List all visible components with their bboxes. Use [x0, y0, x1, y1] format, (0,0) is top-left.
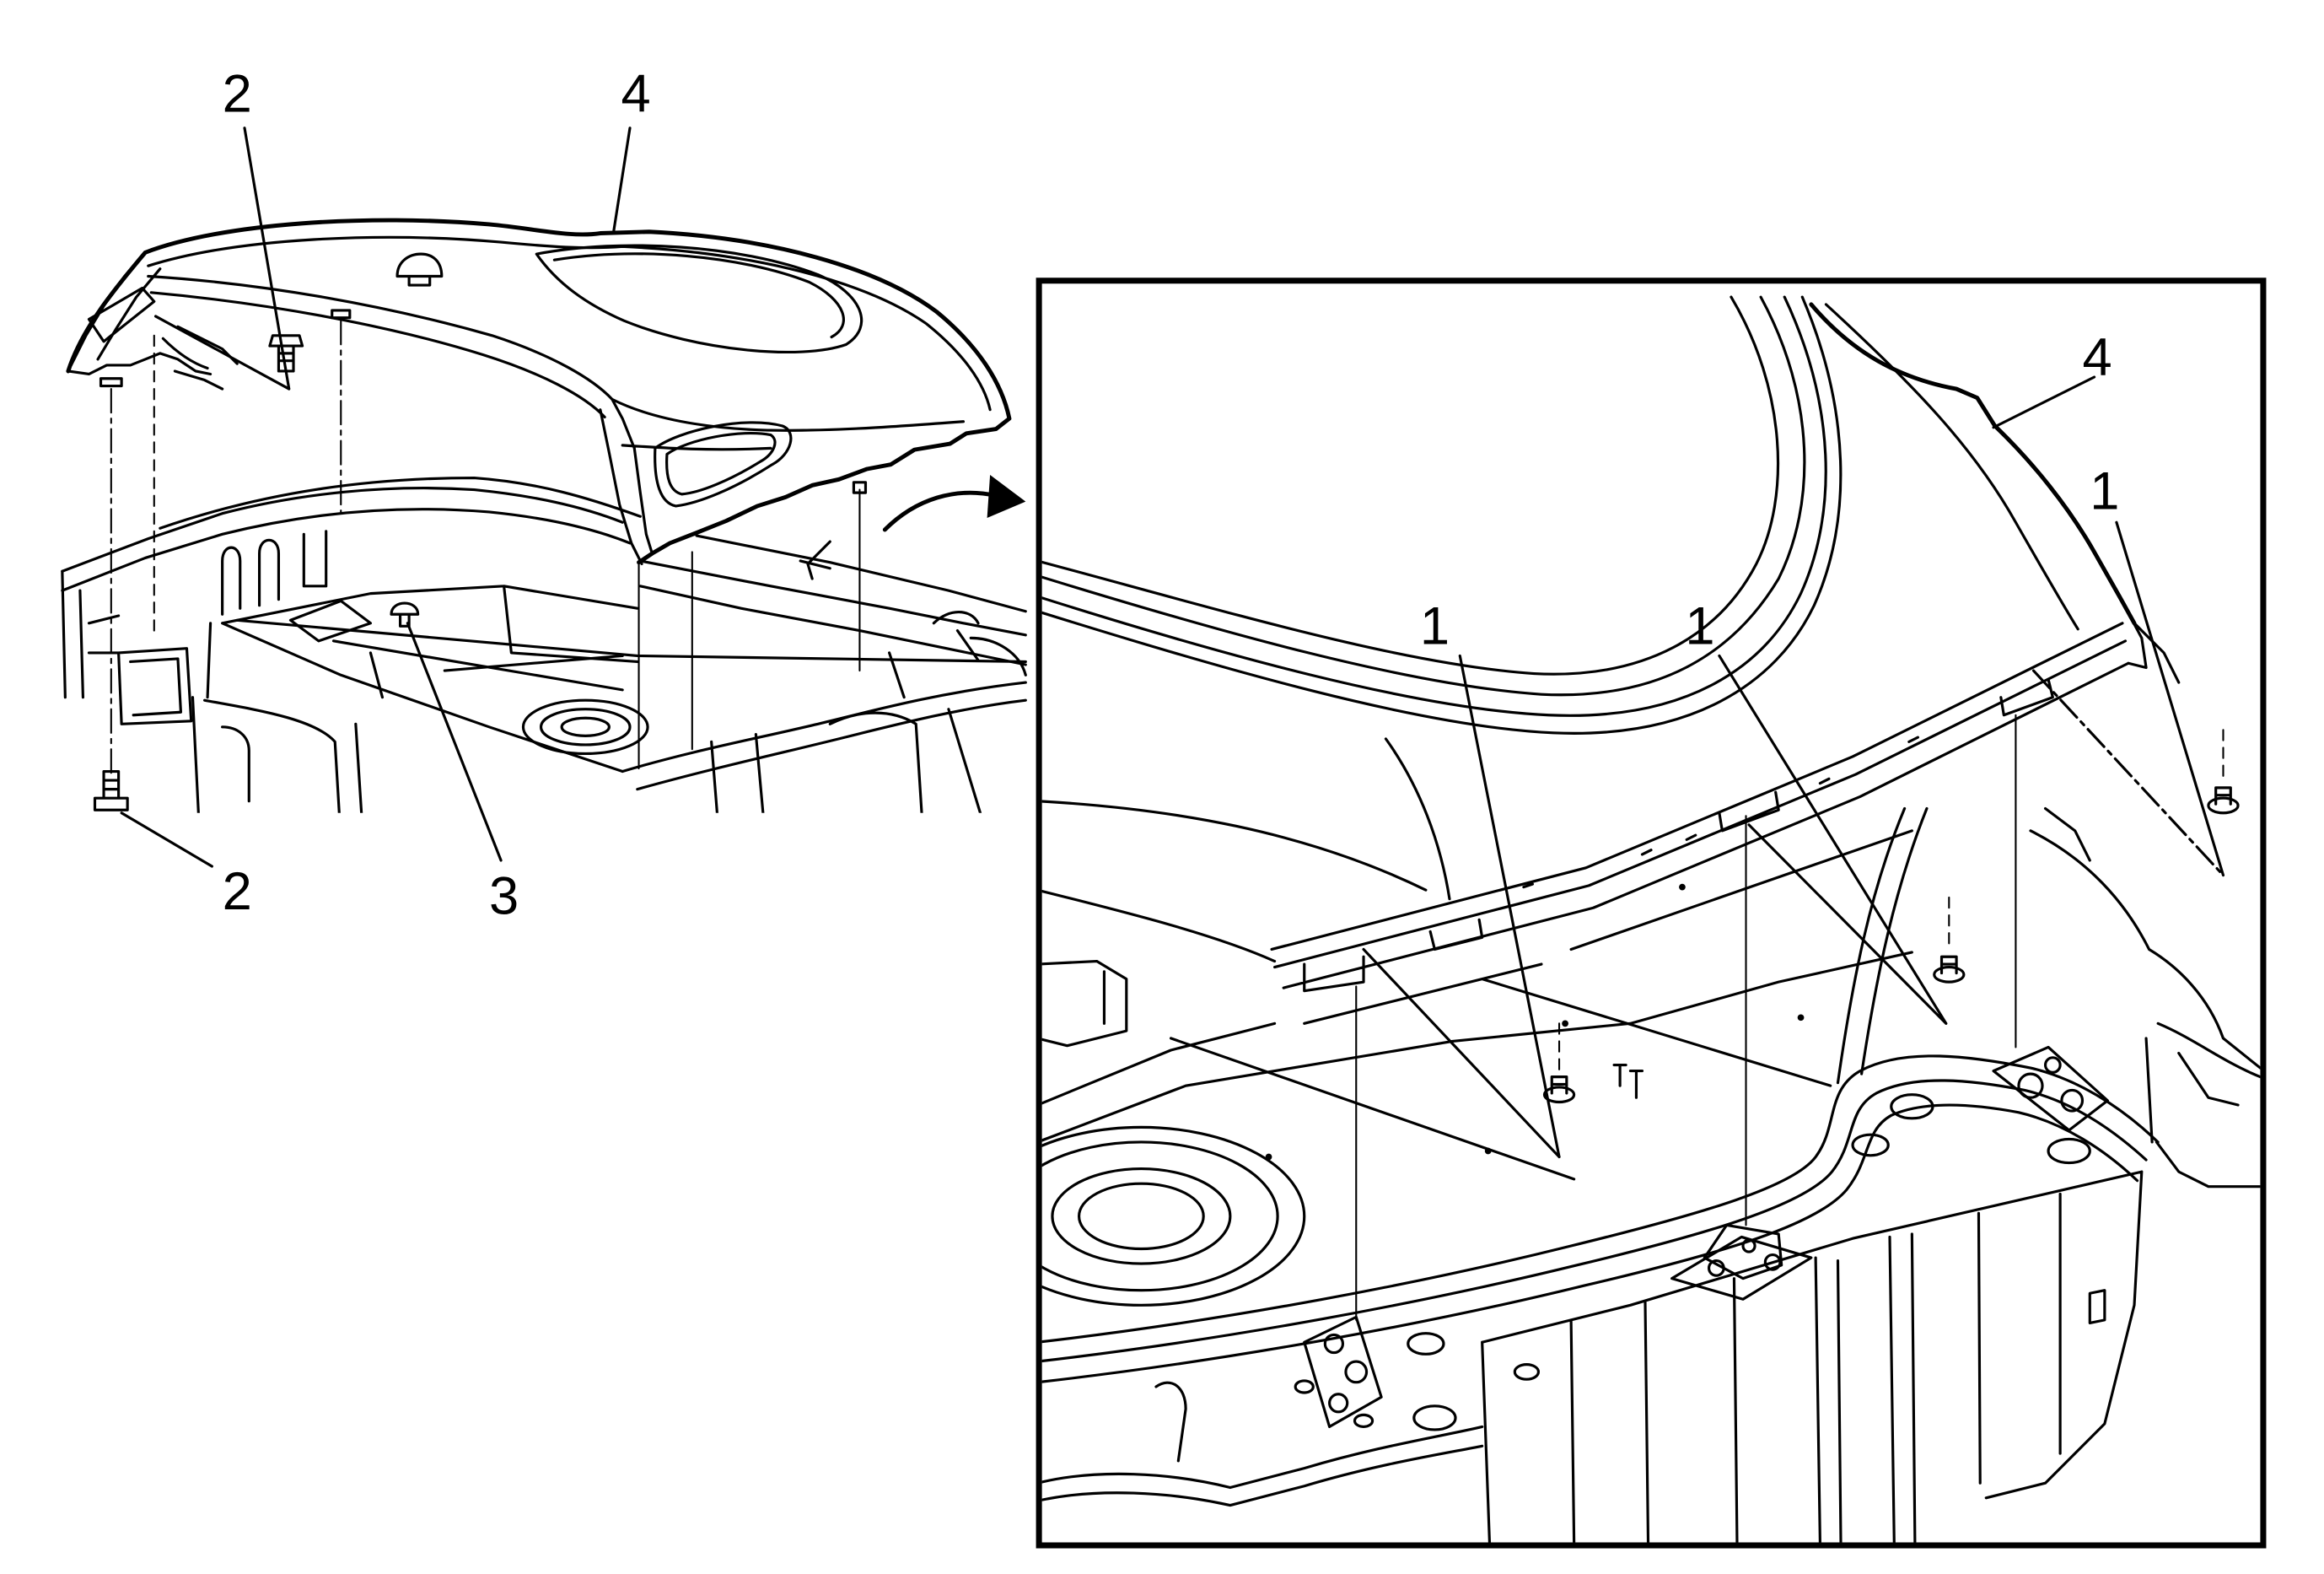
dot — [1265, 1153, 1272, 1161]
fastener-icon — [99, 309, 868, 494]
leader-line-dashdot — [2031, 669, 2225, 877]
roof-panel-outline — [66, 218, 1012, 565]
callout-label: 3 — [489, 866, 519, 925]
spare-well-outer — [1041, 1125, 1306, 1307]
hole — [2047, 1137, 2091, 1165]
panel-holes — [1265, 883, 2091, 1431]
spare-well-inner — [1077, 1182, 1205, 1251]
roof-panel-inner-edges — [147, 235, 992, 566]
bolt-head-icon — [2060, 1088, 2085, 1113]
body-left-quarter — [61, 569, 363, 813]
roof-raised-panel — [535, 244, 863, 353]
bolt-head-icon — [1323, 1333, 1345, 1355]
leader-lines-detail — [1362, 375, 2225, 1159]
bolt-head-icon — [1707, 1259, 1725, 1277]
arrow-curve — [882, 490, 998, 532]
roof-outer-edge — [1809, 302, 2137, 626]
arrow-head-icon — [987, 475, 1026, 518]
callout-label: 2 — [223, 64, 252, 123]
hinge-bracket-right — [1992, 1045, 2109, 1132]
callout-label: 4 — [621, 64, 650, 123]
roof-rear-opening-arcs — [1041, 295, 1843, 735]
callout-label: 4 — [2082, 328, 2112, 387]
bolt-icon — [93, 769, 129, 811]
dot — [1797, 1014, 1805, 1021]
spare-well-ring — [1051, 1167, 1232, 1265]
spare-wheel-well — [521, 698, 649, 756]
callout-label: 1 — [2090, 461, 2119, 520]
nut-icon — [1294, 1379, 1315, 1394]
bolt-head-icon — [2043, 1056, 2062, 1074]
hinge-bracket-left — [1294, 1315, 1383, 1429]
body-bulkhead-posts — [221, 530, 372, 643]
detail-spare-wheel-well — [1041, 1125, 1306, 1307]
trunk-seal-channel — [1041, 806, 2160, 1383]
roof-surface-lines — [1041, 303, 2079, 963]
bolt-head-icon — [1741, 1238, 1756, 1253]
hinge-bracket-center — [1670, 1223, 1813, 1301]
spare-well-ring — [1041, 1140, 1279, 1292]
callout-label: 1 — [1420, 596, 1450, 655]
spare-well-inner — [560, 716, 611, 737]
hole — [1513, 1363, 1541, 1381]
nut-icon — [1933, 955, 1966, 984]
leader-lines-overview — [120, 127, 632, 868]
roof-rear-flange — [1270, 595, 2181, 993]
body-rear-panel — [621, 651, 1027, 813]
bracket-plate — [1303, 1315, 1383, 1429]
callout-label: 1 — [1685, 596, 1714, 655]
body-right-rails — [638, 534, 1027, 676]
overview-view — [61, 218, 1027, 813]
dot — [1484, 1147, 1492, 1155]
bolt-head-icon — [1763, 1253, 1782, 1271]
body-interior-panels — [1041, 829, 1913, 1181]
bracket-plate — [1992, 1045, 2109, 1132]
fastener-dashed-lines — [1557, 729, 2224, 1072]
bolt-head-icon — [1344, 1360, 1369, 1384]
callout-label: 2 — [223, 862, 252, 921]
spare-well-outer — [521, 698, 649, 756]
stud-alignment-lines — [1355, 714, 2017, 1321]
detail-view — [1041, 295, 2261, 1543]
right-quarter-panel — [2029, 806, 2261, 1189]
hole — [1412, 1404, 1457, 1431]
dot — [1562, 1020, 1568, 1027]
hole — [1890, 1093, 1934, 1120]
hole — [1407, 1332, 1445, 1356]
roof-sail-window — [654, 421, 793, 508]
bracket-plate — [1670, 1235, 1813, 1301]
hole — [1851, 1133, 1890, 1157]
alignment-lines-solid — [637, 488, 861, 770]
nut-icon — [2207, 786, 2240, 815]
dot — [1679, 883, 1686, 891]
nut-icon — [1353, 1413, 1374, 1429]
rear-body-panel — [1481, 1170, 2144, 1543]
clip-icon — [390, 601, 420, 628]
small-pins — [1612, 1063, 1644, 1099]
bolt-head-icon — [1328, 1393, 1349, 1414]
view-arrow — [882, 475, 1026, 532]
bolt-head-icon — [2017, 1072, 2044, 1099]
bracket-block — [1703, 1223, 1783, 1280]
body-floor-panel — [221, 585, 1027, 774]
lower-body-lip — [1041, 1381, 1484, 1507]
nut-icon — [1542, 1075, 1576, 1104]
roof-antenna-base — [395, 252, 444, 287]
roof-front-end — [67, 251, 239, 391]
spare-well-middle — [539, 708, 632, 747]
detail-frame — [1036, 278, 2267, 1549]
body-belt-line — [61, 476, 642, 592]
